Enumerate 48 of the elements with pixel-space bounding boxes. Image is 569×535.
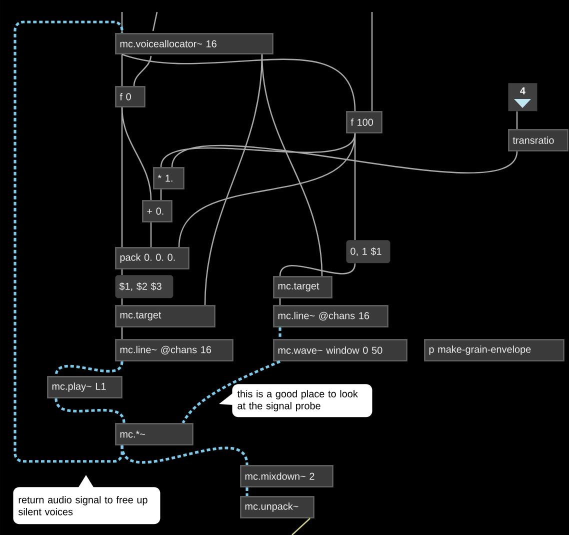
patch-cord [279, 263, 356, 276]
patch-cord [121, 269, 123, 275]
signal-cord [278, 327, 282, 339]
patch-cord [160, 189, 162, 200]
object-box: pack 0. 0. 0. [115, 247, 190, 270]
object-box: * 1. [153, 167, 184, 190]
patch-cord [121, 12, 123, 33]
signal-cord [120, 445, 248, 466]
message-box: 0, 1 $1 [346, 240, 390, 264]
patch-cord [160, 133, 356, 168]
signal-cord [54, 398, 126, 424]
patch-cord [371, 12, 373, 111]
signal-cord [246, 487, 248, 496]
object-box: f 100 [346, 111, 382, 134]
patch-cord [121, 54, 123, 86]
object-box: mc.mixdown~ 2 [240, 464, 334, 488]
patch-cord [279, 298, 281, 305]
patch-cord [121, 327, 123, 339]
object-box: mc.line~ @chans 16 [273, 305, 388, 328]
signal-cord [14, 20, 124, 463]
patch-cord [261, 54, 323, 276]
patch-cord [171, 145, 518, 174]
object-box: p make-grain-envelope [424, 339, 564, 362]
object-box: mc.play~ L1 [47, 376, 122, 398]
object-box: mc.target [115, 305, 216, 328]
object-box: mc.target [273, 276, 332, 298]
patch-cord [121, 298, 123, 305]
patch-cord [150, 222, 152, 247]
number-box: 4 [508, 83, 538, 112]
object-box: mc.voiceallocator~ 16 [115, 32, 274, 54]
comment-bubble: return audio signal to free up silent voices [13, 474, 160, 524]
object-box: + 0. [142, 200, 172, 222]
patch-cord [121, 107, 152, 200]
message-box: $1, $2 $3 [115, 275, 174, 298]
signal-cord [182, 360, 281, 424]
object-box: mc.*~ [115, 422, 194, 446]
patch-cord [292, 518, 310, 535]
object-box: mc.wave~ window 0 50 [273, 339, 408, 362]
object-box: mc.line~ @chans 16 [115, 339, 234, 362]
patch-cord [122, 54, 356, 112]
object-box: mc.unpack~ [240, 496, 314, 518]
comment-bubble: this is a good place to look at the signal probe [219, 384, 372, 418]
object-box: f 0 [115, 86, 146, 108]
signal-cord [54, 361, 124, 376]
object-box: transratio [508, 129, 568, 152]
patch-cord [133, 11, 158, 87]
patch-cord [354, 133, 356, 240]
patch-cord [516, 111, 518, 129]
